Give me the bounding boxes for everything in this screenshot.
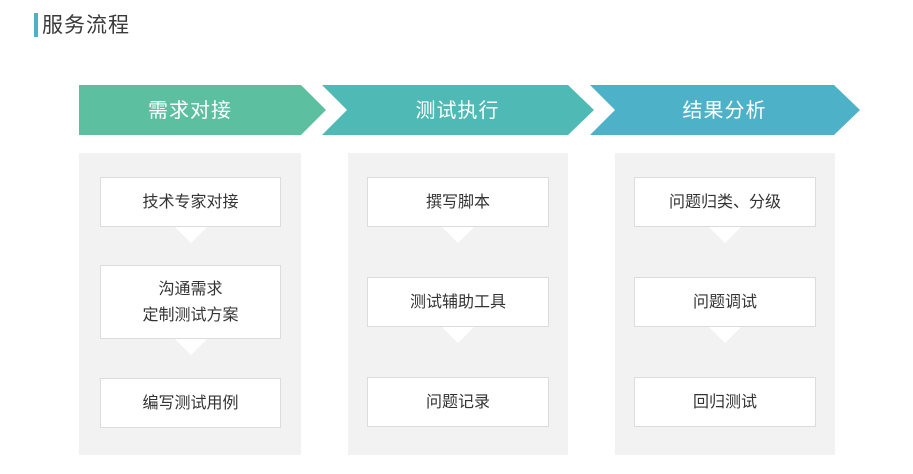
title-accent-bar — [34, 13, 38, 37]
step-box: 问题归类、分级 — [634, 177, 816, 227]
chevron-arrow-icon — [79, 85, 326, 135]
step-label: 定制测试方案 — [142, 305, 239, 324]
stage-panel-execution: 撰写脚本 测试辅助工具 问题记录 — [348, 153, 568, 455]
stage-arrow-analysis: 结果分析 — [590, 85, 860, 135]
step-box: 技术专家对接 — [100, 177, 281, 227]
stage-label: 需求对接 — [148, 98, 232, 122]
down-arrow-icon — [442, 327, 474, 343]
step-label: 回归测试 — [692, 392, 757, 411]
stage-panel-analysis: 问题归类、分级 问题调试 回归测试 — [615, 153, 835, 455]
step-label: 编写测试用例 — [142, 393, 239, 412]
step-label: 撰写脚本 — [425, 192, 490, 211]
step-label: 问题调试 — [692, 292, 757, 311]
step-box: 撰写脚本 — [367, 177, 549, 227]
stage-panel-requirements: 技术专家对接 沟通需求 定制测试方案 编写测试用例 — [79, 153, 301, 455]
down-arrow-icon — [709, 227, 741, 243]
down-arrow-icon — [175, 227, 207, 243]
stage-label: 测试执行 — [415, 98, 500, 122]
down-arrow-icon — [442, 227, 474, 243]
step-label: 沟通需求 — [158, 279, 223, 298]
chevron-arrow-icon — [590, 85, 860, 135]
step-box: 问题记录 — [367, 377, 549, 427]
down-arrow-icon — [709, 327, 741, 343]
stage-arrow-requirements: 需求对接 — [79, 85, 326, 135]
stage-label: 结果分析 — [682, 98, 767, 122]
step-label: 技术专家对接 — [142, 192, 239, 211]
step-label: 测试辅助工具 — [409, 292, 506, 311]
step-box: 问题调试 — [634, 277, 816, 327]
step-box: 测试辅助工具 — [367, 277, 549, 327]
chevron-arrow-icon — [322, 85, 594, 135]
stage-arrow-execution: 测试执行 — [322, 85, 594, 135]
page-title: 服务流程 — [42, 13, 130, 37]
step-label: 问题归类、分级 — [668, 192, 781, 211]
step-box: 编写测试用例 — [100, 378, 281, 428]
step-label: 问题记录 — [425, 392, 490, 411]
step-box: 沟通需求 定制测试方案 — [100, 265, 281, 339]
down-arrow-icon — [175, 339, 207, 355]
step-box: 回归测试 — [634, 377, 816, 427]
